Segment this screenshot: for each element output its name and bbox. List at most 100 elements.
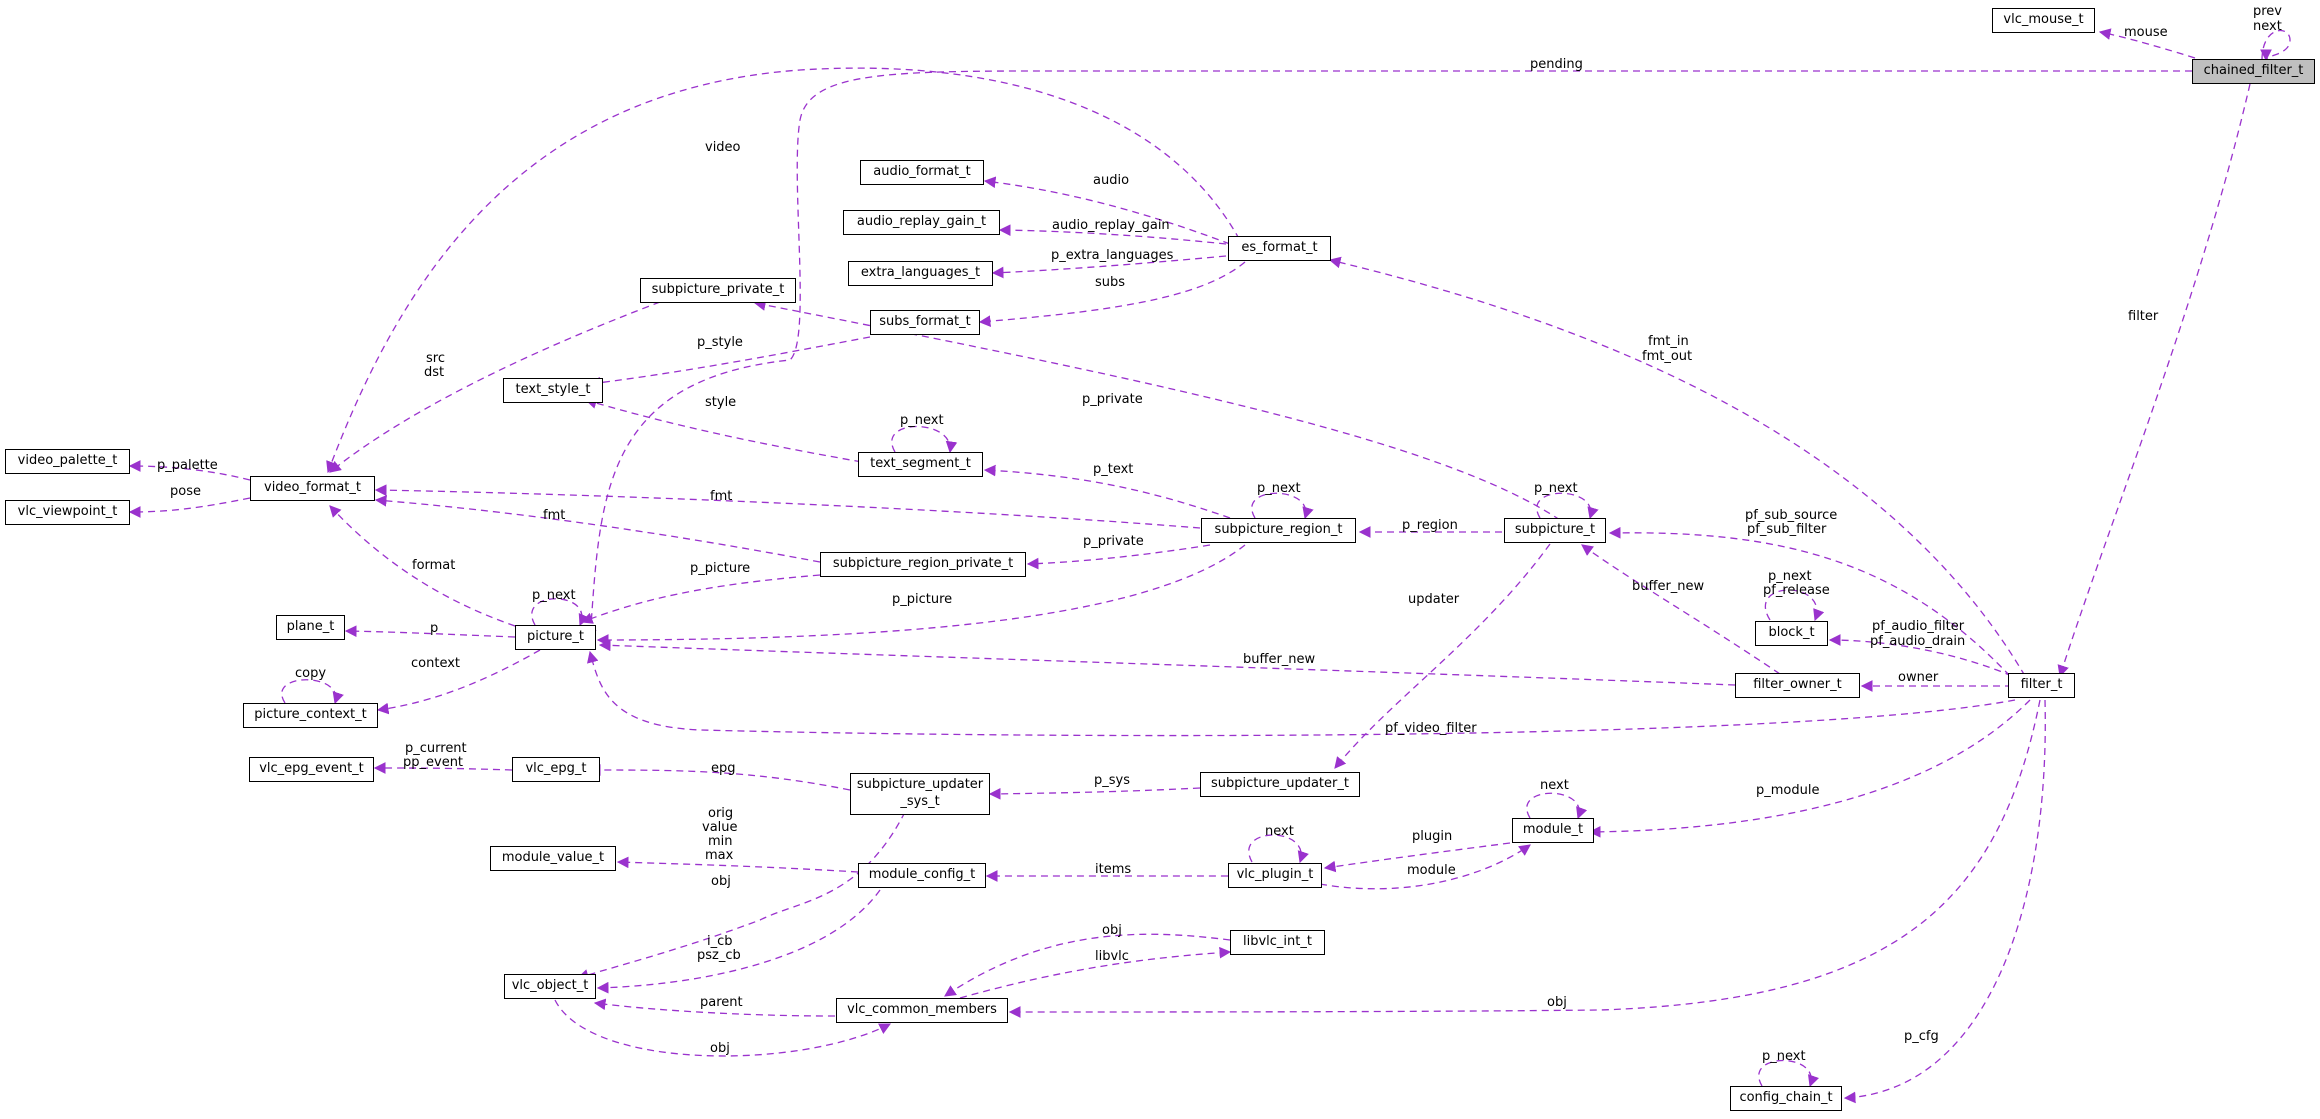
label-p-extra-languages: p_extra_languages [1051, 248, 1174, 263]
label-audio-replay-gain: audio_replay_gain [1052, 218, 1170, 233]
node-video-format-t[interactable]: video_format_t [250, 476, 375, 501]
node-chained-filter-t[interactable]: chained_filter_t [2192, 59, 2315, 84]
label-prev: prev [2253, 4, 2282, 19]
node-subpicture-t[interactable]: subpicture_t [1504, 518, 1606, 543]
edge-plugin [1323, 842, 1511, 873]
node-vlc-plugin-t[interactable]: vlc_plugin_t [1228, 863, 1322, 888]
node-extra-languages-t[interactable]: extra_languages_t [848, 261, 993, 286]
label-src: src [426, 351, 445, 366]
edge-pic-pnext [531, 598, 590, 627]
label-buffer-new2: buffer_new [1243, 652, 1316, 667]
edge-libvlc [959, 946, 1232, 999]
edge-obj1 [576, 811, 906, 981]
edge-pending [584, 70, 2192, 642]
node-module-value-t[interactable]: module_value_t [490, 846, 616, 871]
node-subpicture-updater-t[interactable]: subpicture_updater_t [1200, 772, 1360, 797]
label-pf-audio-filter: pf_audio_filter [1872, 619, 1965, 634]
edge-plugin-next [1248, 834, 1309, 864]
edge-prev-next [2260, 29, 2291, 62]
label-psz-cb: psz_cb [697, 948, 741, 963]
label-epg: epg [711, 761, 736, 776]
edge-fmt-rp [374, 495, 821, 563]
node-picture-context-t[interactable]: picture_context_t [243, 703, 378, 728]
edge-epg-event [373, 762, 513, 774]
node-label-line2: _sys_t [900, 794, 940, 809]
edge-p-private-region [1026, 544, 1211, 570]
edge-p-module [1588, 699, 2031, 838]
node-subs-format-t[interactable]: subs_format_t [870, 310, 980, 335]
label-audio: audio [1093, 173, 1129, 188]
node-libvlc-int-t[interactable]: libvlc_int_t [1230, 930, 1325, 955]
node-vlc-epg-t[interactable]: vlc_epg_t [512, 757, 600, 782]
label-fmt-out: fmt_out [1642, 349, 1692, 364]
node-audio-format-t[interactable]: audio_format_t [860, 160, 984, 185]
label-p-next-sub: p_next [1534, 481, 1578, 496]
node-video-palette-t[interactable]: video_palette_t [5, 449, 130, 474]
node-filter-owner-t[interactable]: filter_owner_t [1735, 673, 1860, 698]
node-plane-t[interactable]: plane_t [276, 615, 345, 640]
label-dst: dst [424, 365, 444, 380]
node-text-style-t[interactable]: text_style_t [503, 378, 603, 403]
label-min: min [708, 834, 733, 849]
label-obj1: obj [711, 874, 731, 889]
node-vlc-object-t[interactable]: vlc_object_t [504, 974, 596, 999]
label-p-text: p_text [1093, 462, 1133, 477]
node-filter-t[interactable]: filter_t [2008, 673, 2075, 698]
label-p-palette: p_palette [157, 458, 218, 473]
node-label-line1: subpicture_updater [856, 777, 984, 792]
label-pose: pose [170, 484, 201, 499]
edge-p-palette [128, 460, 251, 481]
label-value: value [702, 820, 738, 835]
node-vlc-common-members[interactable]: vlc_common_members [836, 998, 1008, 1023]
label-pf-sub-filter: pf_sub_filter [1747, 522, 1827, 537]
edge-obj2 [596, 889, 881, 994]
node-block-t[interactable]: block_t [1755, 621, 1828, 646]
edge-p [344, 625, 516, 638]
label-libvlc: libvlc [1095, 949, 1129, 964]
edge-pose [128, 497, 251, 518]
node-subpicture-updater-sys-t[interactable]: subpicture_updater _sys_t [850, 773, 990, 815]
label-p: p [430, 621, 438, 636]
label-pp-event: pp_event [403, 755, 463, 770]
edge-video [326, 67, 1246, 474]
label-subs: subs [1095, 275, 1125, 290]
label-next-module: next [1540, 778, 1569, 793]
label-p-next-block: p_next [1768, 569, 1812, 584]
node-es-format-t[interactable]: es_format_t [1228, 236, 1331, 261]
label-orig: orig [708, 806, 733, 821]
node-vlc-epg-event-t[interactable]: vlc_epg_event_t [249, 757, 374, 782]
edge-buffer-new2 [598, 639, 1736, 686]
edge-p-extra-languages [991, 255, 1227, 279]
label-p-next-region: p_next [1257, 481, 1301, 496]
edge-labels: prev next mouse pending filter video aud… [157, 4, 2282, 1064]
node-module-config-t[interactable]: module_config_t [858, 863, 986, 888]
node-vlc-viewpoint-t[interactable]: vlc_viewpoint_t [5, 500, 130, 525]
edge-sub-pnext [1536, 492, 1599, 520]
label-obj2: obj [1102, 923, 1122, 938]
label-next-plugin: next [1265, 824, 1294, 839]
label-obj4: obj [1547, 995, 1567, 1010]
node-audio-replay-gain-t[interactable]: audio_replay_gain_t [843, 210, 1000, 235]
label-style: style [705, 395, 736, 410]
node-subpicture-private-t[interactable]: subpicture_private_t [640, 278, 796, 303]
label-format: format [412, 558, 455, 573]
node-picture-t[interactable]: picture_t [515, 625, 596, 650]
node-config-chain-t[interactable]: config_chain_t [1730, 1086, 1842, 1111]
edge-filter [2057, 83, 2251, 678]
label-updater: updater [1408, 592, 1460, 607]
node-subpicture-region-t[interactable]: subpicture_region_t [1201, 518, 1356, 543]
label-pf-release: pf_release [1763, 583, 1830, 598]
edge-ctx-copy [281, 679, 344, 705]
node-subpicture-region-private-t[interactable]: subpicture_region_private_t [820, 552, 1026, 577]
edge-parent [593, 998, 836, 1017]
node-vlc-mouse-t[interactable]: vlc_mouse_t [1992, 8, 2095, 33]
edge-fmt-in-out [1328, 256, 2026, 677]
edge-epg [588, 764, 851, 791]
label-fmt2: fmt [543, 508, 565, 523]
label-pf-sub-source: pf_sub_source [1745, 508, 1837, 523]
node-text-segment-t[interactable]: text_segment_t [858, 452, 983, 477]
label-module: module [1407, 863, 1456, 878]
node-module-t[interactable]: module_t [1512, 818, 1594, 843]
label-p-private-sub: p_private [1082, 392, 1143, 407]
